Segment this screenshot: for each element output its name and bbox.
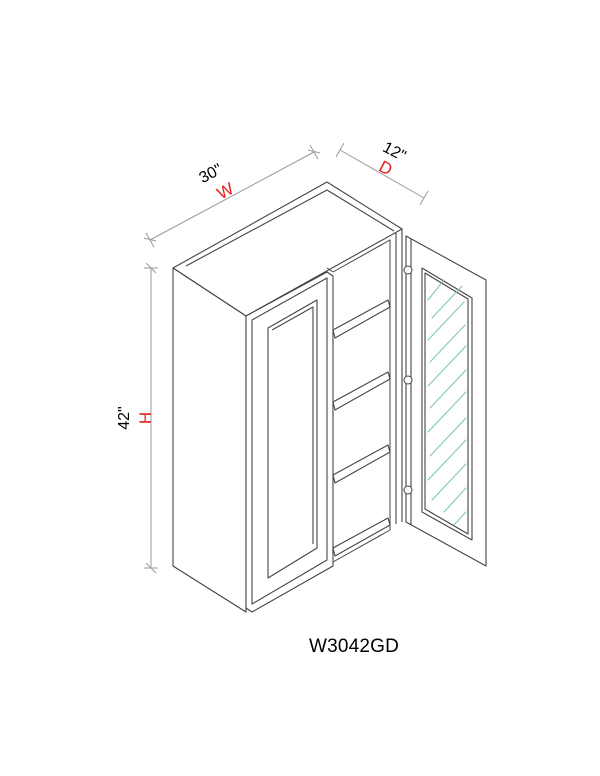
cabinet-left-side — [172, 267, 247, 613]
cabinet-interior — [326, 239, 391, 563]
shelf — [332, 444, 391, 484]
height-dimension-line — [144, 262, 158, 574]
shelves — [332, 299, 391, 557]
model-code: W3042GD — [308, 636, 400, 657]
height-value: 42" — [116, 406, 133, 429]
hinge-icon — [403, 485, 413, 495]
hinges — [403, 265, 413, 495]
door-panel — [267, 299, 318, 579]
depth-dimension-line — [335, 142, 429, 206]
hinge-icon — [403, 265, 413, 275]
width-dimension-line — [143, 144, 321, 248]
shelf — [332, 299, 391, 339]
right-glass-door — [405, 235, 487, 567]
glass-panel — [421, 267, 473, 541]
hinge-icon — [403, 375, 413, 385]
width-letter: W — [214, 179, 237, 203]
cabinet-body — [172, 181, 403, 613]
depth-letter: D — [376, 157, 396, 180]
shelf — [332, 517, 391, 557]
glass-hatch — [427, 279, 467, 526]
left-door — [245, 271, 334, 613]
height-letter: H — [136, 412, 155, 424]
shelf — [332, 371, 391, 411]
